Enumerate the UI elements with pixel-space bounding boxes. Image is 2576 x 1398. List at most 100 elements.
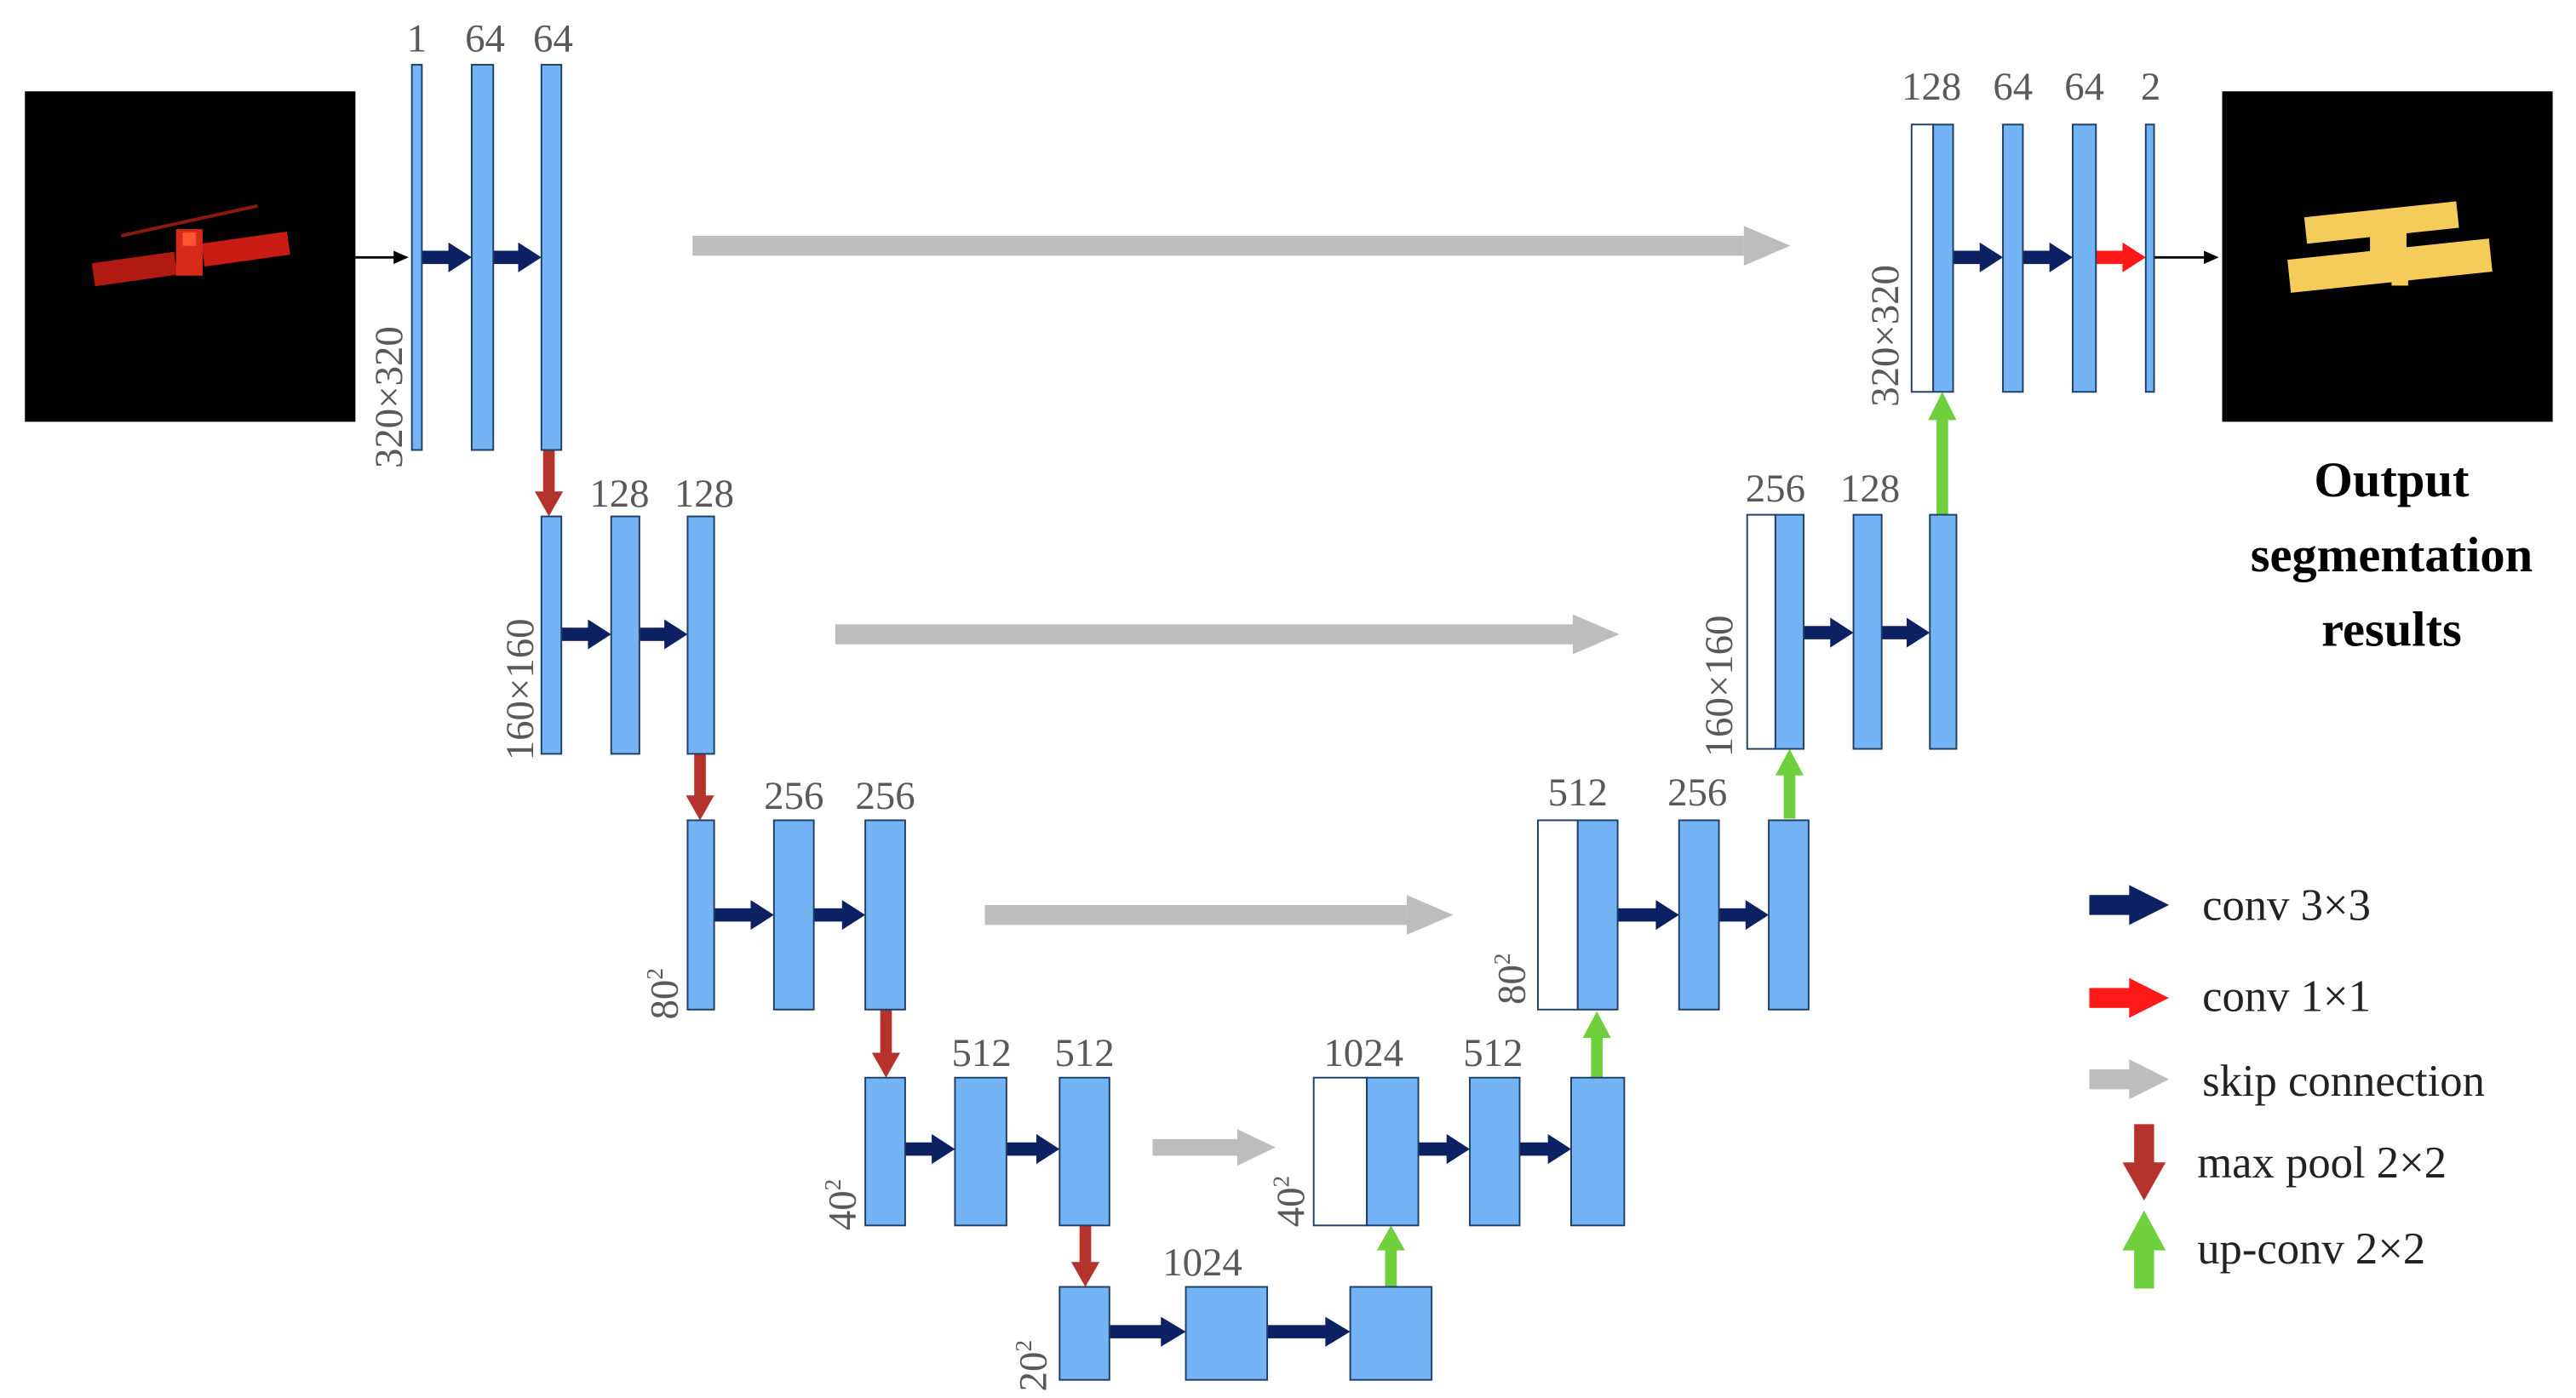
conv3-arrow	[1109, 1316, 1186, 1347]
satellite-segmentation-mask	[2287, 201, 2493, 293]
conv3-arrow	[422, 242, 472, 272]
feature-map	[610, 515, 640, 755]
channel-label: 1	[407, 16, 427, 60]
arrow-up-green-icon	[2122, 1210, 2166, 1289]
arrow-right-navy-icon	[2089, 885, 2170, 925]
feature-map	[1932, 123, 1954, 393]
channel-label: 512	[1054, 1031, 1114, 1075]
feature-map	[864, 819, 906, 1011]
feature-map	[686, 515, 715, 755]
legend: conv 3×3 conv 1×1 skip connection max po…	[2089, 880, 2485, 1289]
conv3-arrow	[561, 619, 611, 650]
maxpool-arrow-4	[1070, 1225, 1100, 1287]
feature-map	[1059, 1286, 1110, 1381]
output-title-line2: segmentation	[2251, 527, 2533, 582]
concat-map	[1312, 1076, 1368, 1227]
conv3-arrows	[422, 242, 2073, 1347]
channel-label: 128	[1840, 467, 1900, 511]
channel-label: 512	[1548, 771, 1608, 815]
feature-map	[1185, 1286, 1269, 1381]
conv3-arrow	[639, 619, 688, 650]
arrow-down-red-icon	[2122, 1124, 2166, 1201]
size-label: 320×320	[367, 326, 411, 468]
size-label: 160×160	[1697, 616, 1741, 758]
conv3-arrow	[1804, 617, 1854, 648]
conv3-arrow	[1881, 617, 1931, 648]
channel-label: 256	[1667, 771, 1727, 815]
size-label: 320×320	[1863, 265, 1908, 407]
upconv-arrow-2	[1582, 1011, 1611, 1078]
concat-map	[1910, 123, 1935, 393]
skip-connection-level1	[692, 226, 1791, 266]
conv3-arrow	[1006, 1134, 1060, 1165]
maxpool-arrow-3	[871, 1009, 901, 1078]
channel-label: 1024	[1323, 1031, 1403, 1075]
feature-map	[1349, 1286, 1433, 1381]
size-label: 802	[1489, 953, 1535, 1004]
feature-map	[2002, 123, 2024, 393]
maxpool-arrow-2	[686, 753, 714, 821]
conv3-arrow	[493, 242, 542, 272]
maxpool-arrow-1	[534, 450, 564, 517]
channel-label: 2	[2141, 65, 2160, 109]
flow-arrow-input	[355, 250, 409, 265]
conv3-arrow	[1519, 1134, 1571, 1165]
conv3-arrow	[1718, 900, 1770, 931]
legend-label-conv1: conv 1×1	[2202, 972, 2371, 1022]
conv3-arrow	[904, 1134, 955, 1165]
channel-label: 256	[855, 774, 915, 818]
flow-arrow-output	[2154, 250, 2219, 265]
channel-label: 128	[674, 472, 734, 516]
feature-map	[772, 819, 815, 1011]
feature-map	[2144, 123, 2155, 393]
feature-map	[1929, 513, 1958, 750]
conv1-arrow	[2096, 242, 2146, 272]
concat-map	[1746, 513, 1776, 750]
decoder-blocks	[1312, 123, 2155, 1227]
arrow-right-gray-icon	[2089, 1059, 2170, 1100]
legend-label-skip: skip connection	[2202, 1057, 2485, 1106]
output-image	[2222, 91, 2553, 422]
satellite-red-image	[91, 203, 290, 287]
skip-connection-level2	[835, 614, 1620, 655]
conv3-arrow	[1267, 1316, 1351, 1347]
channel-label: 64	[1993, 65, 2033, 109]
concat-map	[1537, 819, 1579, 1011]
feature-map	[1576, 819, 1619, 1011]
arrow-right-red-icon	[2089, 977, 2170, 1018]
feature-map	[1366, 1076, 1420, 1227]
feature-map	[1570, 1076, 1626, 1227]
channel-label: 64	[465, 16, 505, 60]
feature-map	[954, 1076, 1007, 1227]
conv3-arrow	[714, 900, 774, 931]
feature-map	[1678, 819, 1720, 1011]
channel-label: 128	[589, 472, 649, 516]
size-label: 160×160	[498, 618, 542, 760]
channel-label: 512	[952, 1031, 1012, 1075]
feature-map	[540, 64, 563, 451]
size-label: 402	[820, 1179, 865, 1230]
conv3-arrow	[813, 900, 866, 931]
input-image	[25, 91, 356, 422]
feature-map	[1852, 513, 1883, 750]
feature-map	[864, 1076, 906, 1227]
feature-map	[1774, 513, 1805, 750]
feature-map	[1469, 1076, 1521, 1227]
upconv-arrow-3	[1775, 748, 1804, 819]
channel-label: 128	[1902, 65, 1961, 109]
channel-label: 512	[1463, 1031, 1523, 1075]
skip-connection-level4	[1152, 1129, 1276, 1166]
upconv-arrow-1	[1376, 1225, 1405, 1289]
legend-label-conv3: conv 3×3	[2202, 880, 2371, 930]
feature-map	[410, 64, 423, 451]
conv3-arrow	[1418, 1134, 1471, 1165]
legend-label-upconv: up-conv 2×2	[2197, 1224, 2425, 1274]
feature-map	[1768, 819, 1810, 1011]
feature-map	[1059, 1076, 1110, 1227]
size-label: 202	[1011, 1340, 1056, 1391]
output-title-line3: results	[2321, 602, 2462, 657]
feature-map	[470, 64, 495, 451]
skip-connection-level3	[984, 895, 1454, 936]
encoder-blocks	[410, 64, 1433, 1381]
output-title-line1: Output	[2314, 452, 2470, 507]
